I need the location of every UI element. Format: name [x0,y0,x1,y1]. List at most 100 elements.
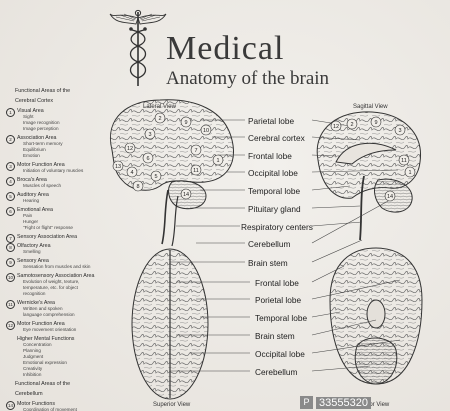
legend-item-detail: Coordination of movement [23,407,77,411]
page-subtitle: Anatomy of the brain [166,68,330,89]
sagittal-view-label: Sagittal View [353,104,388,110]
superior-view-label: Superior View [153,402,191,408]
legend-item-detail: Pain [23,213,33,218]
structure-label: Frontal lobe [255,278,299,288]
area-number-badge [124,142,136,154]
stock-logo-icon: P [300,396,313,409]
legend-number-badge: 1 [6,108,15,117]
legend-item-title: Auditory Area [17,192,49,198]
structure-label: Parietal lobe [248,116,295,126]
area-number: 11 [193,168,199,174]
structure-label: Brain stem [255,331,295,341]
area-number-badge [384,190,396,202]
legend-item-detail: Concentration [23,342,52,347]
leader-lines [170,119,401,372]
superior-brain [131,248,209,400]
legend-item-detail: Short-term memory [23,141,63,146]
area-number: 5 [154,174,157,180]
area-number: 6 [146,156,149,162]
legend-number-badge: 12 [6,321,15,330]
legend-number-badge: 10 [6,273,15,282]
legend-item-detail: Emotional expression [23,360,67,365]
area-number-badge [132,180,144,192]
legend-item-detail: language comprehension [23,312,75,317]
area-number: 2 [158,116,161,122]
area-number: 7 [194,148,197,154]
legend-number-badge: 2 [6,135,15,144]
area-number-badge [394,124,406,136]
legend-heading: Functional Areas of the [15,381,71,387]
area-number: 12 [127,146,133,152]
structure-label: Cerebellum [255,367,298,377]
page-title: Medical [166,30,285,67]
area-number-badge [190,144,202,156]
area-number: 4 [130,170,133,176]
area-number: 3 [148,132,151,138]
area-number-badge [190,164,202,176]
area-number-badge [180,188,192,200]
inferior-view-label: Inferior View [356,402,390,408]
sagittal-brain [316,111,421,241]
legend-item-detail: Sensation from muscles and skin [23,264,91,269]
area-number-badge [212,154,224,166]
legend-item-detail: Planning [23,348,41,353]
area-number-badge [112,160,124,172]
area-number: 2 [350,122,353,128]
area-number-badge [200,124,212,136]
area-number-badge [142,152,154,164]
legend-number-badge: 7 [6,234,15,243]
legend-heading: Cerebellum [15,391,43,397]
legend-item-detail: Muscles of speech [23,183,62,188]
structure-label: Respiratory centers [241,222,313,232]
area-number: 9 [374,120,377,126]
legend-item-detail: Initiation of voluntary muscles [23,168,84,173]
structure-label: Temporal lobe [255,313,308,323]
legend-number-badge: 6 [6,207,15,216]
legend-item-title: Wernicke's Area [17,300,56,306]
area-number: 14 [387,194,393,200]
structure-label: Brain stem [248,258,288,268]
area-number-badge [126,166,138,178]
legend-item-title: Samotosensory Association Area [17,273,95,279]
caduceus-icon [109,9,167,86]
area-number-badge [330,120,342,132]
area-number: 13 [115,164,121,170]
legend-number-badge: 9 [6,258,15,267]
legend-number-badge: 11 [6,300,15,309]
area-number: 1 [408,170,411,176]
legend-item-title: Motor Functions [17,401,55,407]
legend-heading: Functional Areas of the [15,88,71,94]
legend-item-detail: temperature, etc. for object [23,285,78,290]
area-number: 8 [136,184,139,190]
area-number: 14 [183,192,189,198]
area-number-badge [144,128,156,140]
structure-label: Frontal lobe [248,151,292,161]
legend-item-detail: Hearing [23,198,40,203]
legend-item-title: Motor Function Area [17,321,65,327]
legend-item-detail: Hunger [23,219,39,224]
area-number-badge [154,112,166,124]
legend-item-detail: "Fight or flight" response [23,225,73,230]
structure-label: Occipital lobe [255,349,305,359]
legend-item-detail: Inhibition [23,372,42,377]
legend-item-detail: Image recognition [23,120,60,125]
area-number: 3 [398,128,401,134]
structure-label: Porietal lobe [255,295,302,305]
area-number-badge [370,116,382,128]
area-number: 9 [184,120,187,126]
structure-label: Cerebral cortex [248,133,305,143]
legend-item-title: Motor Function Area [17,162,65,168]
legend-item-title: Emotional Area [17,207,53,213]
